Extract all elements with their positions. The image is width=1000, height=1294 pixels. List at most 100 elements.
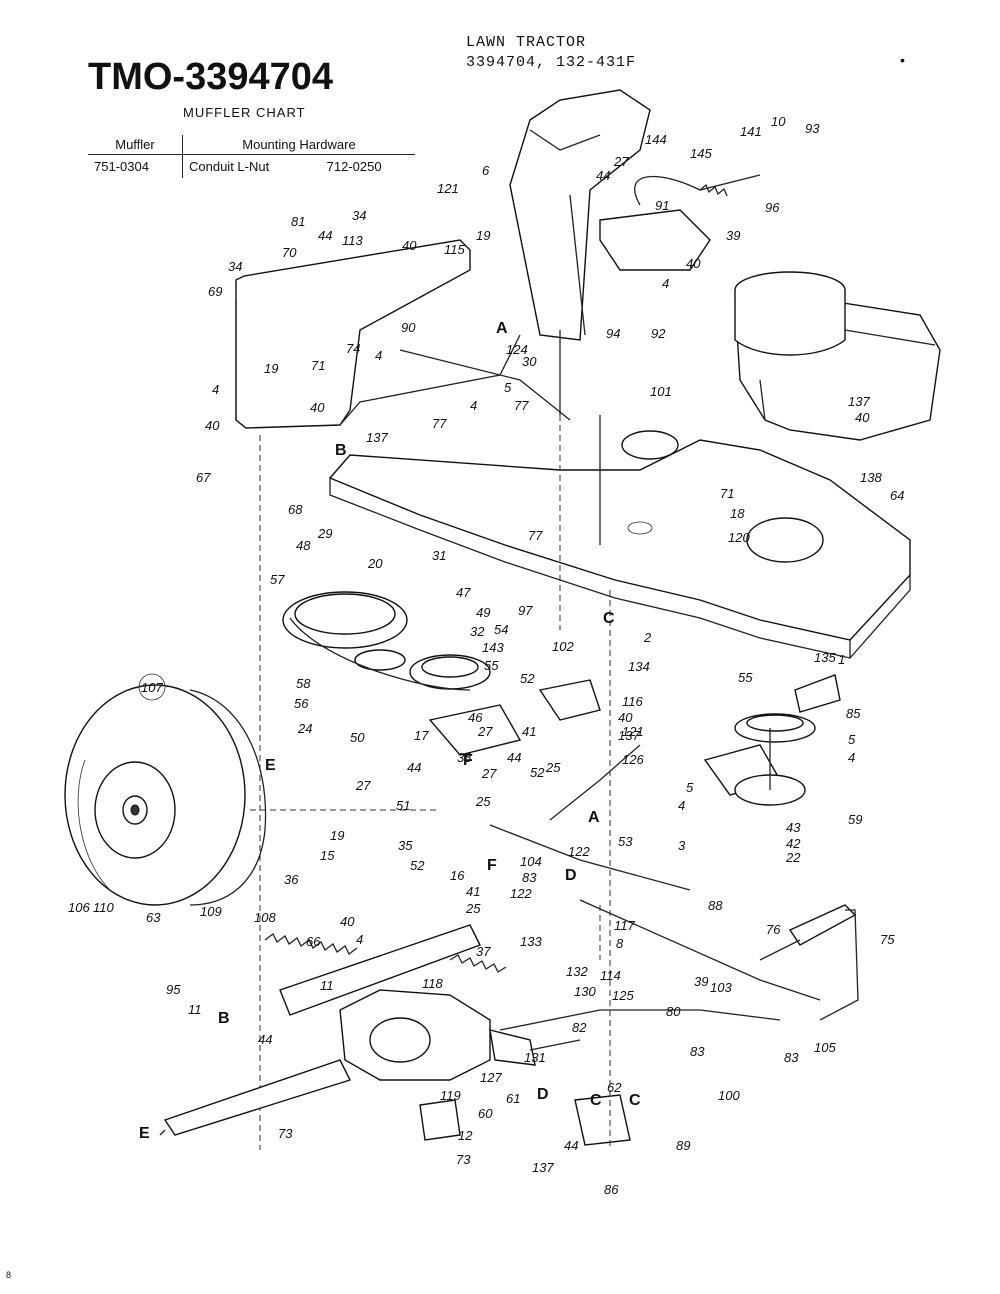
callout: 83 — [690, 1044, 705, 1059]
callout: 114 — [600, 968, 621, 983]
callout: 49 — [476, 605, 490, 620]
callout: 80 — [666, 1004, 681, 1019]
callout: 125 — [612, 988, 634, 1003]
callout: 137 — [532, 1160, 554, 1175]
callout: 12 — [458, 1128, 473, 1143]
hardware-name-cell: Conduit L-Nut — [189, 159, 270, 174]
callout: 70 — [282, 245, 297, 260]
callout: 109 — [200, 904, 222, 919]
callout: 119 — [440, 1088, 461, 1103]
callout: 40 — [402, 238, 417, 253]
callout: 43 — [786, 820, 801, 835]
callout: 54 — [494, 622, 508, 637]
callout: 83 — [784, 1050, 799, 1065]
lower-linkage — [499, 1009, 781, 1031]
idler-bracket — [428, 704, 522, 756]
callout: 30 — [522, 354, 537, 369]
callout: 57 — [270, 572, 285, 587]
deck-pulley — [703, 674, 841, 806]
callout: 4 — [848, 750, 855, 765]
ref-letter: C — [603, 610, 615, 627]
steering-column — [509, 89, 651, 341]
callout: 5 — [848, 732, 856, 747]
engine — [734, 271, 941, 441]
ref-letter: C — [629, 1092, 641, 1109]
callout: 55 — [738, 670, 753, 685]
callout: 76 — [766, 922, 781, 937]
callout: 144 — [645, 132, 667, 147]
callout: 40 — [686, 256, 701, 271]
callout: 115 — [444, 242, 465, 257]
callout: 4 — [662, 276, 669, 291]
callout: 108 — [254, 910, 276, 925]
brake-rod — [579, 899, 821, 1001]
callout: 58 — [296, 676, 311, 691]
callout: 101 — [650, 384, 672, 399]
callout: 63 — [146, 910, 161, 925]
callout: 5 — [504, 380, 512, 395]
callout: 46 — [468, 710, 483, 725]
callout: 27 — [355, 778, 371, 793]
callout: 124 — [506, 342, 528, 357]
callout: 137 — [618, 728, 640, 743]
callout: 141 — [740, 124, 762, 139]
ref-letter: C — [590, 1092, 602, 1109]
callout: 118 — [422, 976, 443, 991]
control-rod — [489, 824, 691, 891]
callout: 1 — [838, 652, 845, 667]
callout: 19 — [476, 228, 490, 243]
callout: 22 — [785, 850, 801, 865]
column-header-muffler: Muffler — [88, 135, 183, 155]
bottom-bracket — [419, 1099, 461, 1141]
callout: 74 — [346, 341, 360, 356]
callout: 27 — [613, 154, 629, 169]
hardware-part-cell: 712-0250 — [326, 159, 382, 174]
callout: 143 — [482, 640, 504, 655]
ref-letter: A — [496, 320, 508, 337]
transaxle — [163, 989, 581, 1136]
callout: 31 — [432, 548, 446, 563]
ref-letter: F — [463, 752, 473, 769]
lever-plate — [279, 924, 481, 1016]
callout: 89 — [676, 1138, 690, 1153]
callout: 59 — [848, 812, 862, 827]
spring — [449, 954, 507, 973]
callout: 3 — [678, 838, 686, 853]
callout: 5 — [686, 780, 694, 795]
callout: 66 — [306, 934, 321, 949]
callout: 27 — [481, 766, 497, 781]
callout: 52 — [410, 858, 425, 873]
callout: 4 — [470, 398, 477, 413]
callout: 134 — [628, 659, 650, 674]
callout: 35 — [398, 838, 413, 853]
callout: 77 — [514, 398, 529, 413]
callout: 41 — [522, 724, 536, 739]
callout: 18 — [730, 506, 745, 521]
table-row: 751-0304 Conduit L-Nut 712-0250 — [88, 154, 415, 178]
callout: 102 — [552, 639, 574, 654]
table-header-row: Muffler Mounting Hardware — [88, 135, 415, 155]
callout: 19 — [264, 361, 278, 376]
callout: 104 — [520, 854, 542, 869]
callout: 19 — [330, 828, 344, 843]
muffler-chart-table: Muffler Mounting Hardware 751-0304 Condu… — [88, 135, 415, 178]
ref-letter: E — [139, 1125, 150, 1142]
frame-plate — [328, 430, 911, 659]
ref-letter: B — [335, 442, 347, 459]
callout: 100 — [718, 1088, 740, 1103]
callout: 40 — [855, 410, 870, 425]
callout: 39 — [694, 974, 708, 989]
callout: 51 — [396, 798, 410, 813]
callout: 86 — [604, 1182, 619, 1197]
callout: 68 — [288, 502, 303, 517]
callout: 122 — [568, 844, 590, 859]
callout: 105 — [814, 1040, 836, 1055]
callout: 85 — [846, 706, 861, 721]
callout: 44 — [596, 168, 610, 183]
callout: 48 — [296, 538, 311, 553]
callout: 77 — [528, 528, 543, 543]
callout: 6 — [482, 163, 490, 178]
corner-mark: • — [900, 52, 905, 68]
muffler-part-cell: 751-0304 — [88, 154, 183, 178]
